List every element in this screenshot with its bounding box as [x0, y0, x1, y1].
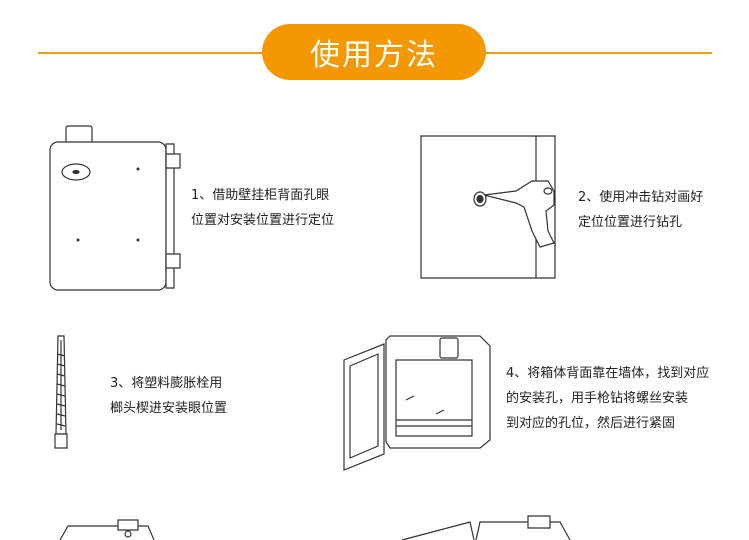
step-4-line-2: 的安装孔，用手枪钻将螺丝安装	[506, 391, 689, 406]
bottom-right-cabinet-illustration	[400, 514, 575, 540]
step-3-text: 3、将塑料膨胀栓用 榔头楔进安装眼位置	[110, 371, 227, 421]
step-3-line-1: 3、将塑料膨胀栓用	[110, 376, 223, 391]
open-cabinet-illustration	[340, 330, 495, 480]
step-2-line-1: 2、使用冲击钻对画好	[578, 190, 704, 205]
step-3-line-2: 榔头楔进安装眼位置	[110, 401, 228, 416]
step-2-line-2: 定位位置进行钻孔	[578, 215, 683, 230]
step-1-text: 1、借助壁挂柜背面孔眼 位置对安装位置进行定位	[191, 183, 334, 233]
step-1-line-2: 位置对安装位置进行定位	[191, 213, 335, 228]
header-line-right	[486, 52, 712, 54]
step-4-line-1: 4、将箱体背面靠在墙体，找到对应	[506, 366, 710, 381]
step-1-line-1: 1、借助壁挂柜背面孔眼	[191, 188, 330, 203]
page-title: 使用方法	[262, 24, 486, 80]
step-4-line-3: 到对应的孔位，然后进行紧固	[506, 416, 676, 431]
bottom-left-cabinet-illustration	[58, 518, 168, 540]
step-4-text: 4、将箱体背面靠在墙体，找到对应 的安装孔，用手枪钻将螺丝安装 到对应的孔位，然…	[506, 361, 709, 436]
cabinet-back-illustration	[48, 124, 183, 294]
header-line-left	[38, 52, 262, 54]
step-2-text: 2、使用冲击钻对画好 定位位置进行钻孔	[578, 185, 703, 235]
drilling-illustration	[420, 135, 560, 280]
anchor-illustration	[52, 334, 72, 454]
